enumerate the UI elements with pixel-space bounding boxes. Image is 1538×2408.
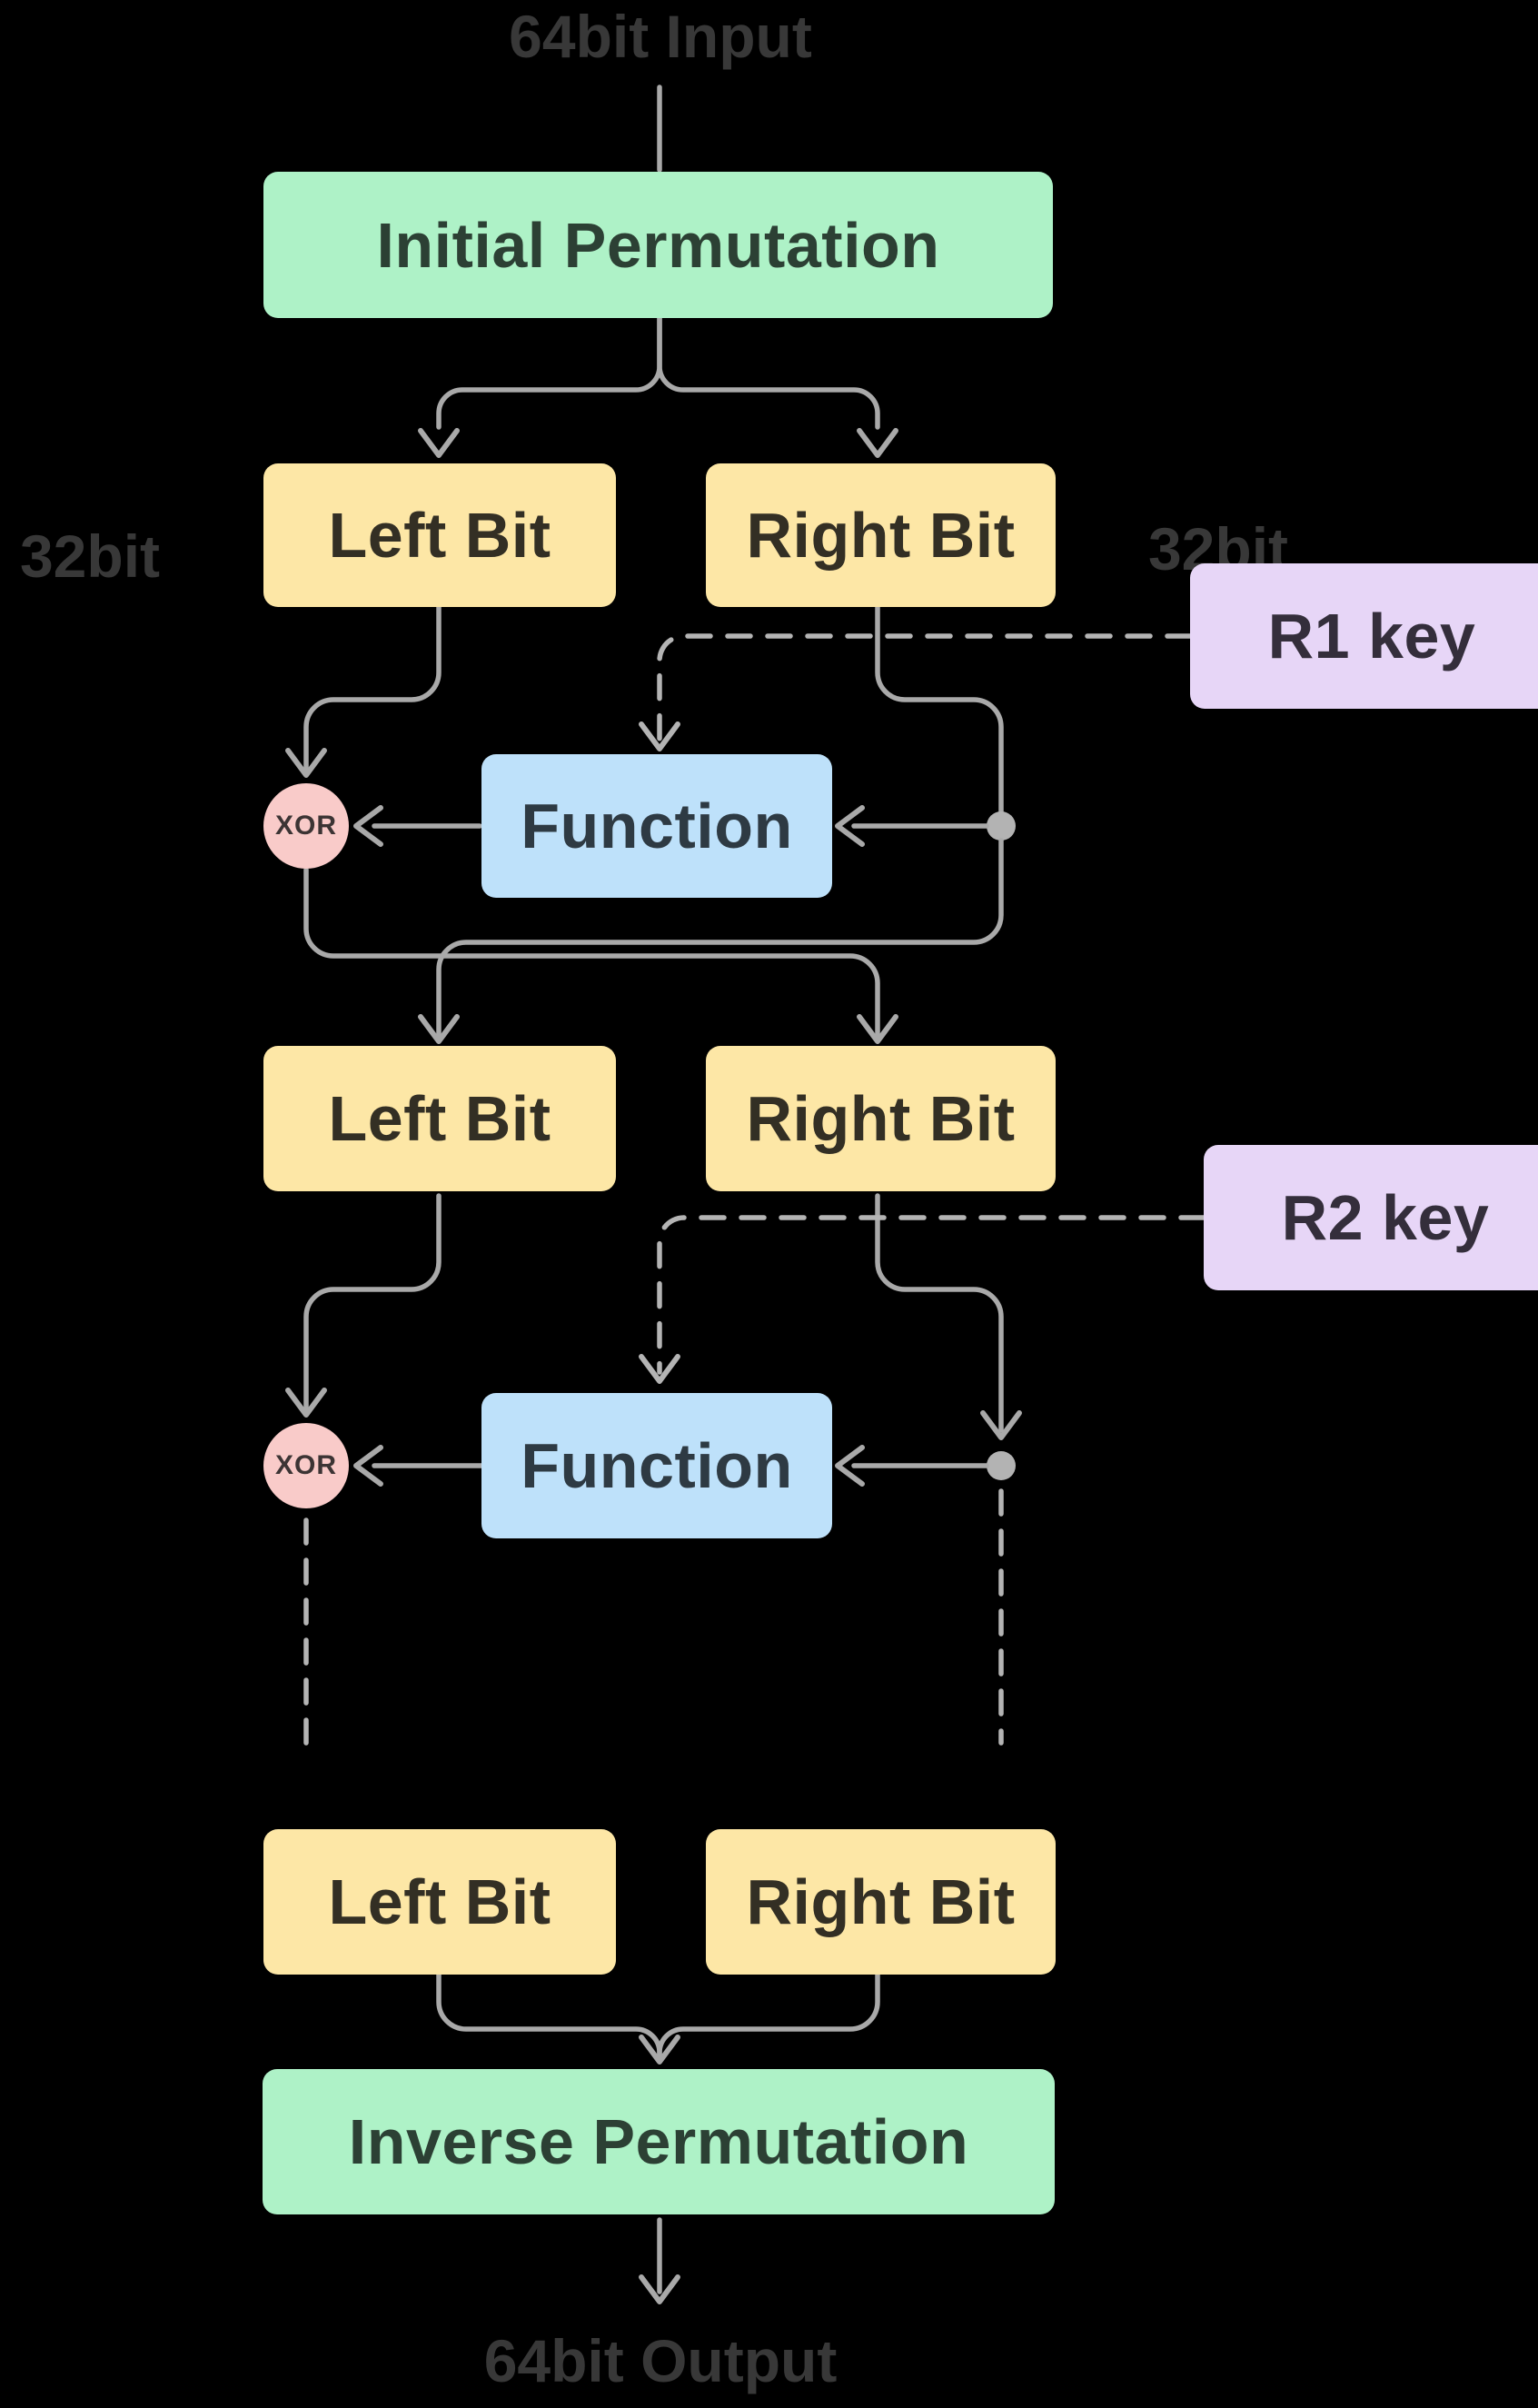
- round1-right-bit-box: Right Bit: [706, 463, 1056, 607]
- merge-left-connector: [436, 1972, 662, 2058]
- final-right-bit-box: Right Bit: [706, 1829, 1056, 1975]
- r1-key-dashed-connector: [657, 633, 1193, 742]
- split-left-arrowhead: [418, 428, 460, 458]
- r1-junction-dot: [987, 811, 1016, 841]
- r2-dot-to-function-arrowhead: [835, 1445, 865, 1487]
- r2-rightbit-to-dot-connector: [875, 1193, 1004, 1433]
- output-arrowhead: [639, 2274, 680, 2304]
- initial-permutation-box: Initial Permutation: [263, 172, 1053, 318]
- merge-right-connector: [657, 1972, 880, 2058]
- input-label: 64bit Input: [509, 3, 812, 70]
- r1-leftbit-to-xor-connector: [303, 603, 442, 771]
- final-left-bit-box: Left Bit: [263, 1829, 616, 1975]
- r1-function-to-xor-arrowhead: [353, 805, 383, 847]
- r1-xor-to-r2-rightbit-connector: [303, 867, 880, 1039]
- round2-right-bit-box: Right Bit: [706, 1046, 1056, 1191]
- split-left-connector: [436, 315, 662, 430]
- output-label: 64bit Output: [483, 2327, 838, 2394]
- split-right-arrowhead: [857, 428, 898, 458]
- r1-leftbit-to-xor-arrowhead: [285, 748, 327, 778]
- round2-left-bit-box: Left Bit: [263, 1046, 616, 1191]
- r2-rightbit-to-dot-arrowhead: [980, 1410, 1022, 1440]
- r1-dot-to-function-arrowhead: [835, 805, 865, 847]
- round1-key-box: R1 key: [1190, 563, 1538, 709]
- r1-xor-to-r2-rightbit-arrowhead: [857, 1014, 898, 1044]
- r1-rightbit-to-dot-connector: [875, 603, 1004, 814]
- round1-function-box: Function: [481, 754, 832, 898]
- r1-dot-to-r2-leftbit-arrowhead: [418, 1014, 460, 1044]
- r2-leftbit-to-xor-connector: [303, 1193, 442, 1411]
- split-right-connector: [657, 315, 880, 430]
- round2-key-box: R2 key: [1204, 1145, 1538, 1290]
- round1-xor-node: XOR: [263, 783, 349, 869]
- r2-key-arrowhead: [639, 1354, 680, 1384]
- r2-leftbit-to-xor-arrowhead: [285, 1388, 327, 1418]
- r1-dot-to-r2-leftbit-connector: [436, 838, 1004, 1039]
- r2-junction-dot: [987, 1451, 1016, 1480]
- round2-xor-node: XOR: [263, 1423, 349, 1508]
- left-32bit-label: 32bit: [19, 522, 161, 590]
- round2-function-box: Function: [481, 1393, 832, 1538]
- merge-arrowhead: [639, 2035, 680, 2065]
- r1-key-arrowhead: [639, 721, 680, 751]
- round1-left-bit-box: Left Bit: [263, 463, 616, 607]
- r2-key-dashed-connector: [657, 1215, 1206, 1375]
- inverse-permutation-box: Inverse Permutation: [263, 2069, 1055, 2214]
- r2-function-to-xor-arrowhead: [353, 1445, 383, 1487]
